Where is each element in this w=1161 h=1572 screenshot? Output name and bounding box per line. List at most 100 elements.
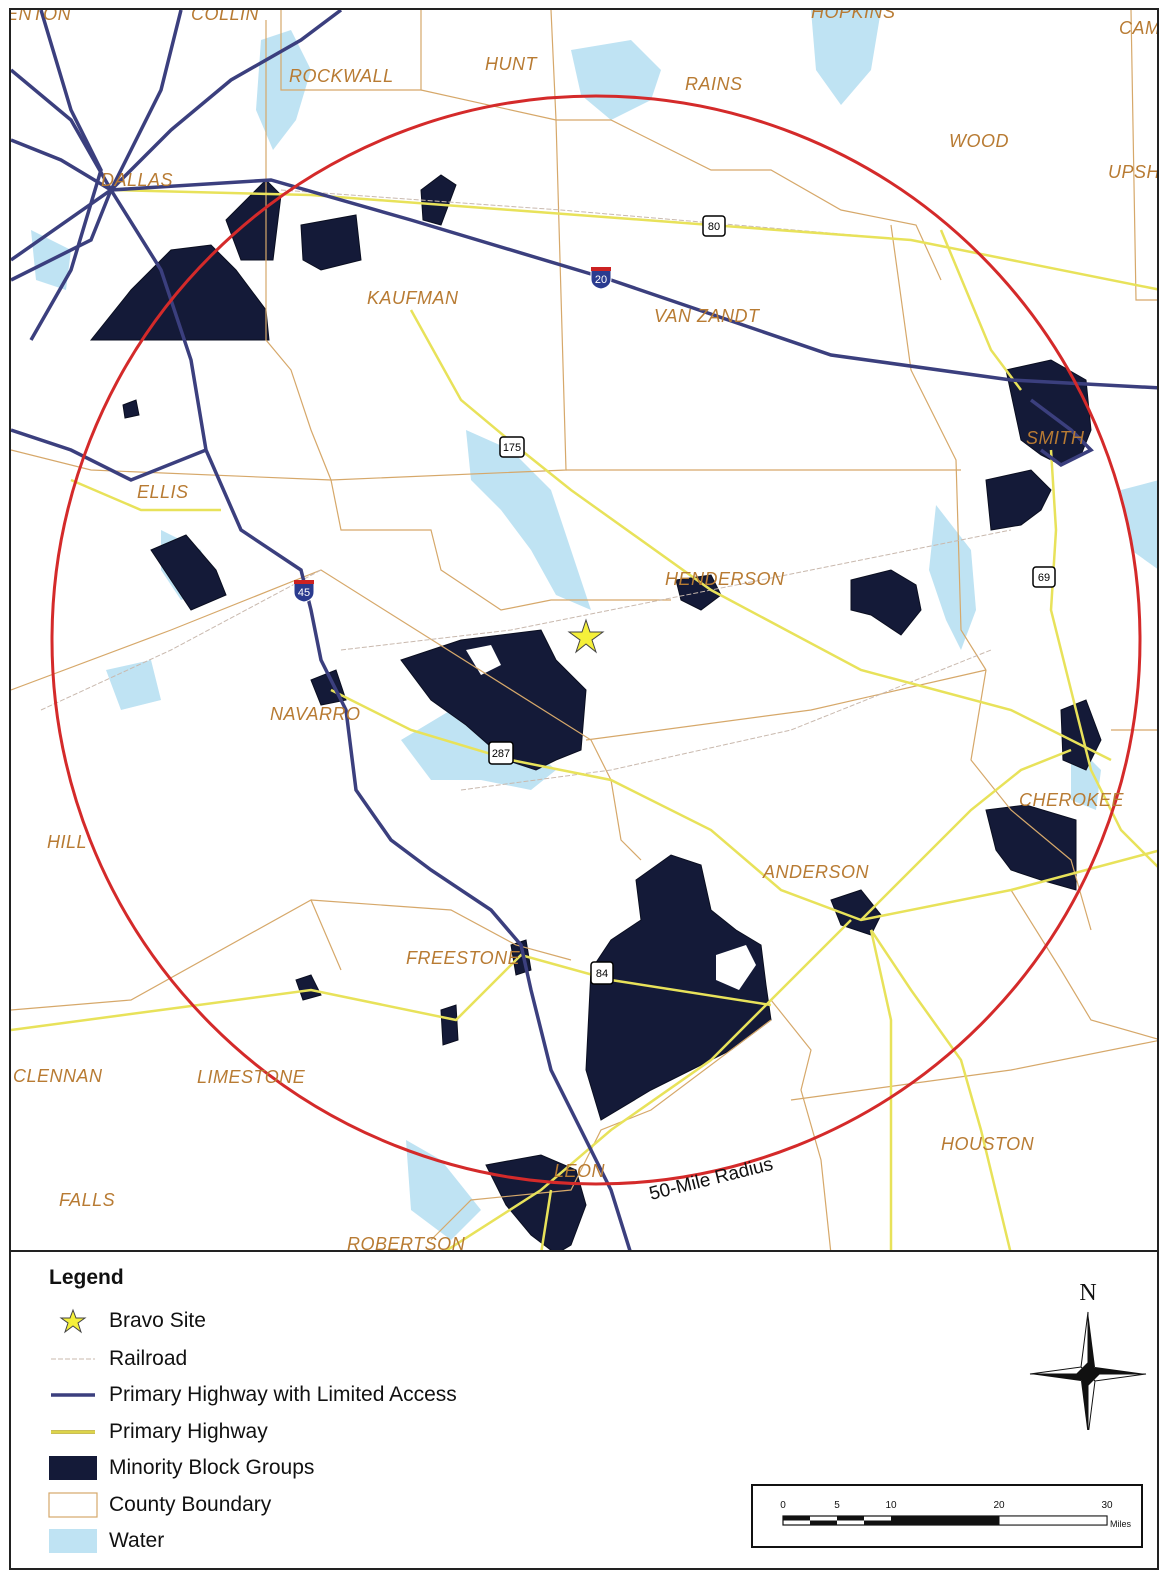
railroad-south: [460, 649, 992, 791]
water-navarro-mills: [106, 660, 161, 710]
highway-shields: 80 20 175 45 69 287 84: [293, 215, 1056, 985]
label-hill: HILL: [47, 832, 87, 852]
legend-item-railroad: Railroad: [47, 1342, 187, 1376]
legend-item-county-boundary: County Boundary: [47, 1488, 271, 1522]
minority-freestone-big: [585, 854, 772, 1121]
map-canvas[interactable]: 80 20 175 45 69 287 84: [11, 10, 1159, 1252]
railroad-west: [40, 569, 322, 711]
shield-i20: 20: [590, 267, 612, 290]
hwy-dallas-grid-b: [29, 10, 103, 341]
bravo-site-star-icon[interactable]: [567, 618, 605, 654]
scale-tick-20: 20: [993, 1500, 1005, 1511]
minority-dallas-east: [225, 179, 282, 261]
map-frame[interactable]: 80 20 175 45 69 287 84: [9, 8, 1159, 1252]
label-smith: SMITH: [1026, 428, 1085, 448]
county-boundaries: [11, 10, 1157, 1250]
county-line-anderson-houston: [770, 999, 832, 1250]
minority-block-groups: [89, 174, 1102, 1250]
water-limestone: [406, 1140, 481, 1240]
county-line-wood-upshur: [1130, 10, 1157, 301]
svg-text:69: 69: [1038, 572, 1050, 584]
freestone-hole: [716, 945, 756, 990]
shield-us175: 175: [499, 436, 525, 458]
county-line-anderson-cherokee: [970, 669, 1092, 931]
hwy-us287: [330, 688, 1157, 922]
north-arrow-label: N: [1079, 1280, 1096, 1306]
county-line-navarro-freestone: [11, 569, 642, 861]
north-arrow: N: [1026, 1270, 1151, 1437]
county-line-freestone-limestone: [310, 899, 572, 961]
label-vanzandt: VAN ZANDT: [654, 306, 761, 326]
hwy-i20: [11, 178, 1157, 390]
label-anderson: ANDERSON: [762, 862, 870, 882]
county-line-south-cross: [790, 1040, 1157, 1101]
radius-label: 50-Mile Radius: [647, 1154, 775, 1205]
legend-item-minority: Minority Block Groups: [47, 1451, 314, 1485]
legend-item-bravo-site: Bravo Site: [47, 1304, 206, 1338]
label-hopkins: HOPKINS: [811, 10, 896, 22]
hwy-us80: [110, 188, 1157, 291]
minority-henderson-east: [850, 569, 922, 636]
star-icon: [47, 1308, 99, 1334]
railroad-line: [47, 1346, 99, 1372]
svg-text:80: 80: [708, 221, 720, 233]
primary-highway-line: [47, 1419, 99, 1445]
label-leon: LEON: [554, 1161, 606, 1181]
shield-us287: 287: [488, 741, 514, 765]
hwy-us175: [409, 309, 1112, 762]
primary-highways: [11, 188, 1157, 1250]
label-upshur: UPSH: [1108, 162, 1159, 182]
compass-rose-icon: [1029, 1311, 1147, 1437]
scale-tick-30: 30: [1101, 1500, 1113, 1511]
hwy-palestine-west: [869, 929, 893, 1250]
hwy-anderson-leon: [444, 919, 852, 1250]
legend-title: Legend: [49, 1266, 124, 1289]
county-line-dallas-kaufman: [265, 20, 332, 481]
county-line-rockwall-kaufman: [420, 89, 557, 121]
minority-teague: [295, 974, 322, 1001]
water-lake-palestine: [929, 505, 976, 650]
water-lake-tawakoni: [571, 40, 661, 120]
hwy-tyler-palestine: [860, 748, 1072, 921]
minority-mexia: [440, 1004, 459, 1046]
radius-circle: [50, 94, 1142, 1186]
hwy-palestine-south: [869, 929, 1012, 1250]
county-swatch: [47, 1492, 99, 1518]
hwy-smith-north: [939, 229, 1022, 391]
limited-access-highways: [11, 10, 1157, 1250]
minority-palestine: [830, 889, 882, 936]
legend-panel: Legend Bravo Site Railroad Primary Highw…: [9, 1252, 1159, 1570]
limited-access-line: [47, 1382, 99, 1408]
hwy-dallas-grid-a: [11, 10, 343, 193]
water-cedar-creek: [466, 430, 591, 610]
minority-navarro-big: [400, 629, 587, 771]
legend-label: County Boundary: [109, 1493, 272, 1516]
shield-i45: 45: [293, 580, 315, 603]
shield-us69: 69: [1032, 566, 1056, 588]
legend-item-primary-highway: Primary Highway: [47, 1415, 268, 1449]
label-mclennan: CLENNAN: [13, 1066, 103, 1086]
label-ellis: ELLIS: [137, 482, 189, 502]
label-dallas: DALLAS: [101, 170, 173, 190]
label-robertson: ROBERTSON: [347, 1234, 466, 1252]
legend-label: Minority Block Groups: [109, 1456, 315, 1479]
label-rockwall: ROCKWALL: [289, 66, 394, 86]
label-freestone: FREESTONE: [406, 948, 521, 968]
label-collin: COLLIN: [191, 10, 260, 24]
county-line-hunt-rains: [550, 10, 942, 281]
minority-cherokee-west: [985, 804, 1077, 891]
hwy-ellis: [70, 478, 221, 512]
county-line-ellis-navarro: [11, 449, 671, 611]
label-cherokee: CHEROKEE: [1019, 790, 1125, 810]
minority-swatch: [47, 1455, 99, 1481]
hwy-tyler-loop: [1029, 398, 1094, 468]
railroad-east: [280, 189, 1157, 290]
county-line-hill-limestone: [11, 899, 342, 1011]
county-labels: ENTON COLLIN HOPKINS CAM ROCKWALL HUNT R…: [11, 10, 1159, 1252]
label-henderson: HENDERSON: [665, 569, 785, 589]
svg-text:45: 45: [298, 587, 310, 599]
water-lake-fork: [811, 10, 881, 105]
legend-label: Water: [109, 1529, 165, 1552]
legend-label: Primary Highway: [109, 1420, 268, 1443]
label-wood: WOOD: [949, 131, 1009, 151]
